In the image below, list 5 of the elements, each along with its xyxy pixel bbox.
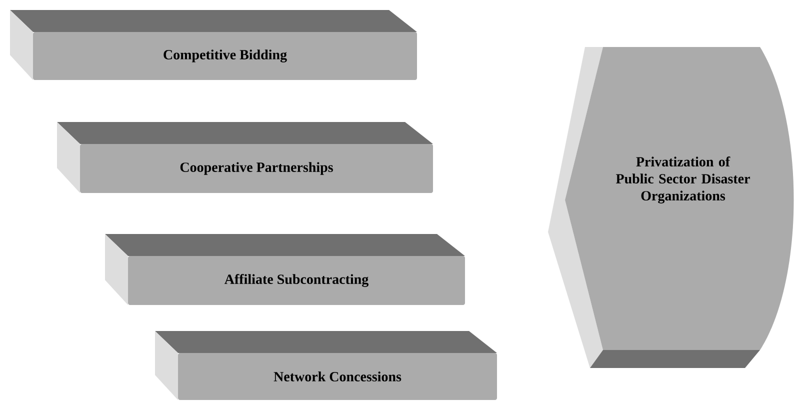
pentagon-block: Privatization of Public Sector Disaster Organizations — [548, 47, 794, 368]
bar-block: Cooperative Partnerships — [57, 122, 433, 193]
bar-block: Affiliate Subcontracting — [105, 234, 465, 305]
bar-block: Competitive Bidding — [10, 10, 417, 80]
bar-block: Network Concessions — [155, 330, 497, 400]
